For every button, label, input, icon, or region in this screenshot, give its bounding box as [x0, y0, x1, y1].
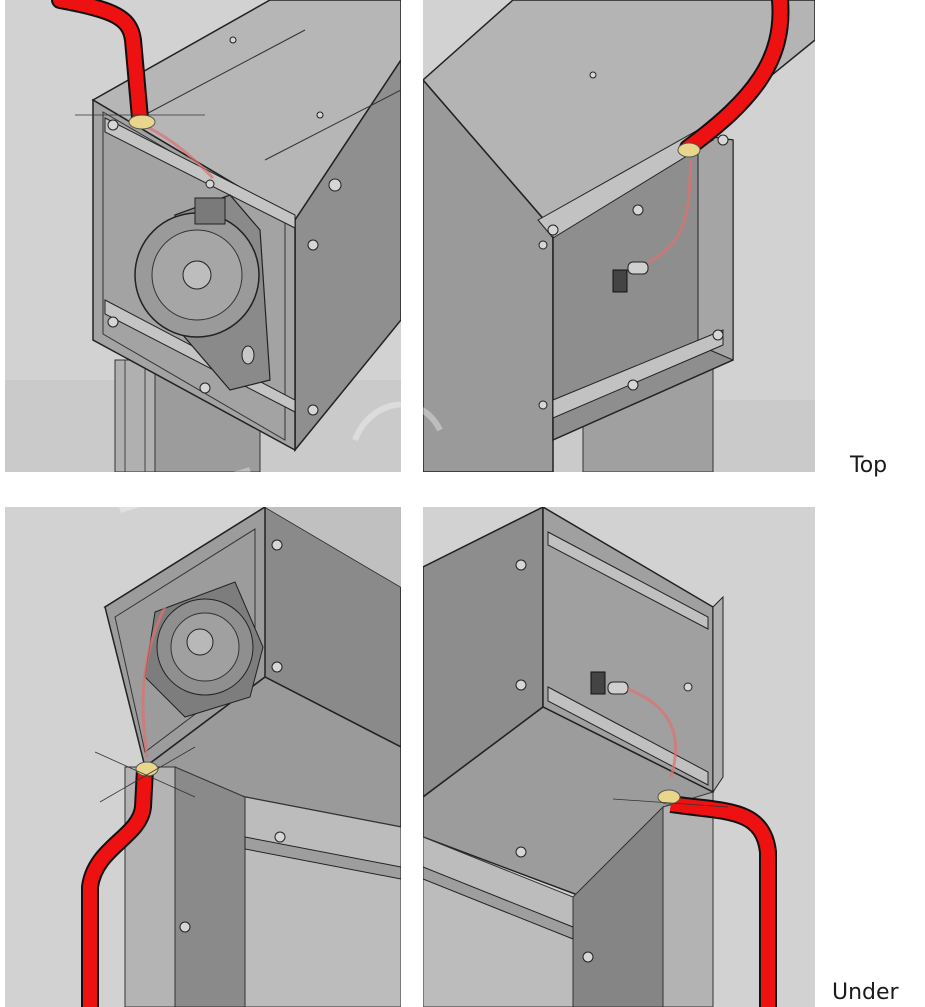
lower-rail [244, 836, 401, 880]
motor-unit [134, 194, 271, 391]
internal-cable [647, 159, 693, 264]
cable-grommet [135, 761, 159, 777]
power-cable [53, 0, 147, 125]
connector-plug [590, 671, 606, 695]
motor-unit [144, 581, 264, 718]
post-interior [423, 836, 574, 1007]
cable-grommet [128, 114, 156, 130]
screw-set [107, 36, 342, 416]
view-under-rear [423, 507, 815, 1007]
box-end-cap [712, 595, 724, 794]
axis-mark [612, 798, 729, 808]
internal-cable [141, 606, 167, 758]
caption-top: Top [850, 453, 888, 478]
power-cable [669, 797, 775, 1007]
post-column [662, 791, 714, 1007]
cable-grommet [677, 142, 701, 158]
top-rear-drawing [423, 0, 815, 472]
caption-under: Under [832, 980, 899, 1005]
view-top-rear [423, 0, 815, 472]
screw-set [515, 559, 693, 963]
background-wedge [265, 507, 401, 587]
under-front-drawing [81, 507, 401, 1007]
view-under-front [5, 507, 401, 1007]
post-interior [244, 796, 401, 1007]
connector-plug [612, 269, 628, 293]
axis-mark [94, 751, 196, 798]
view-top-front [5, 0, 401, 472]
top-rail [547, 531, 709, 630]
internal-cable [142, 123, 215, 180]
connector-lug [607, 681, 629, 695]
post-side [174, 766, 246, 1007]
box-end-cap [697, 134, 734, 361]
box-left-face [423, 78, 554, 472]
lower-rail [423, 866, 574, 940]
top-ridge [134, 29, 306, 121]
axis-mark [99, 746, 196, 803]
top-front-drawing [5, 0, 401, 472]
power-cable [83, 768, 152, 1007]
under-rear-drawing [423, 507, 777, 1007]
screw-set [179, 539, 286, 933]
power-cable [681, 0, 788, 155]
post-column [114, 359, 156, 472]
internal-cable [627, 687, 678, 778]
top-ridge [264, 89, 401, 161]
top-rail [104, 117, 296, 229]
cable-grommet [657, 789, 681, 805]
screw-set [538, 71, 729, 410]
bottom-rail [547, 686, 709, 786]
connector-lug [627, 261, 649, 275]
